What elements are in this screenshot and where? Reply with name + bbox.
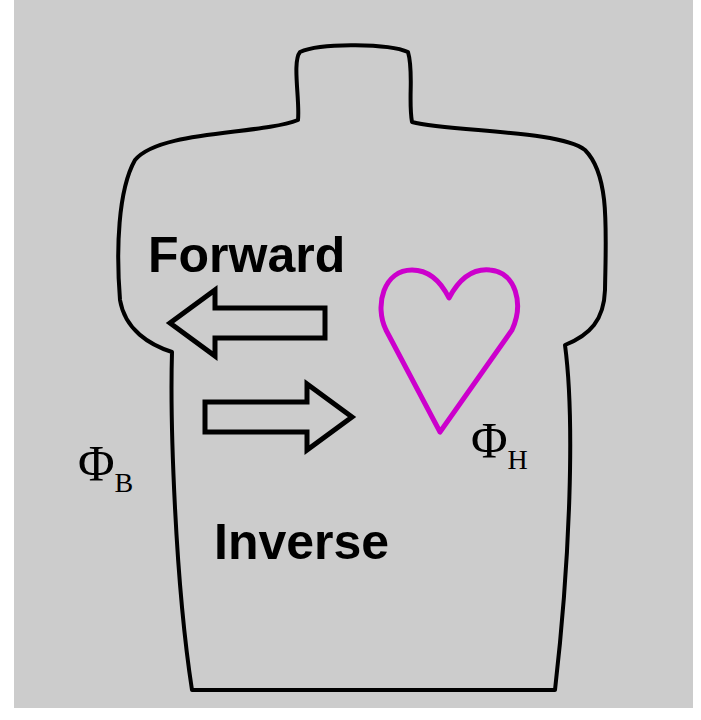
heart-outline-path	[381, 270, 517, 432]
background-panel	[14, 0, 693, 708]
torso-outline: ΦBΦH	[110, 40, 615, 700]
direction-label: Forward	[148, 230, 345, 280]
block-arrow	[170, 290, 325, 356]
torso-outline-path	[118, 45, 606, 690]
heart-outline: ΦH	[375, 265, 525, 445]
block-arrow	[205, 384, 352, 450]
torso-outline-shape	[110, 40, 615, 700]
direction-label: Inverse	[214, 517, 389, 567]
heart-potential-label: ΦH	[471, 415, 528, 474]
body-potential-label: ΦB	[78, 438, 133, 497]
